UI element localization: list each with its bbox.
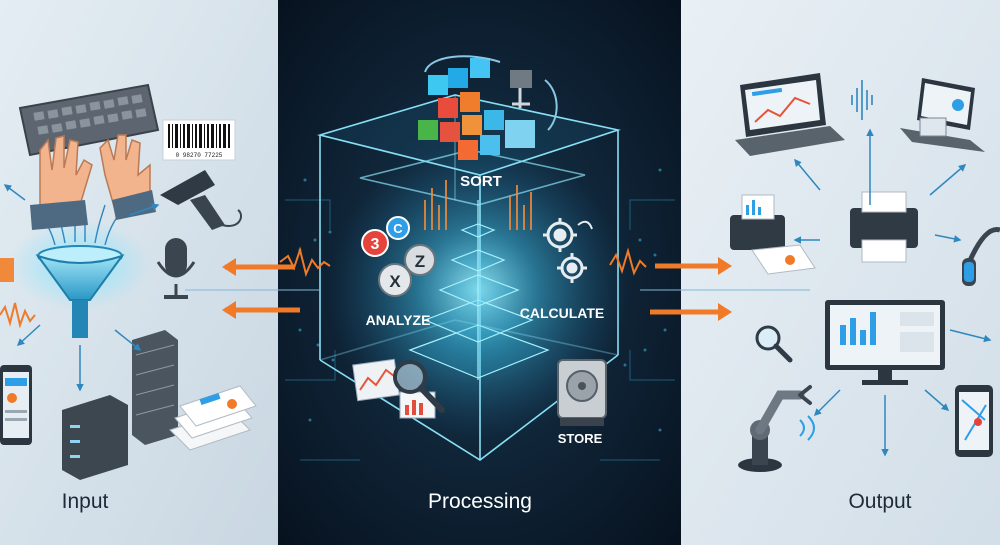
badge-x: X xyxy=(389,272,401,291)
badge-c: C xyxy=(393,221,403,236)
robot-arm-icon xyxy=(738,385,815,472)
sort-cycle-arrow xyxy=(424,55,558,131)
barcode-scanner-icon xyxy=(160,170,242,230)
processing-label: Processing xyxy=(428,490,532,513)
gear-icon xyxy=(543,218,587,283)
output-label: Output xyxy=(848,490,912,513)
funnel-icon xyxy=(10,204,150,338)
microphone-icon xyxy=(156,238,196,299)
data-tower xyxy=(408,200,550,380)
soundwave-icon xyxy=(0,258,36,329)
phone-map-icon xyxy=(955,385,993,457)
spectrum-bars xyxy=(424,180,532,230)
input-flow xyxy=(185,246,331,319)
printer-center-icon xyxy=(850,191,918,263)
badge-z: Z xyxy=(415,252,425,271)
headphones-icon xyxy=(962,226,1000,286)
barcode-digits: 0 98270 77225 xyxy=(176,152,223,159)
keyboard-icon xyxy=(18,83,160,157)
stage-sort: SORT xyxy=(460,173,502,190)
stage-calculate: CALCULATE xyxy=(520,305,605,321)
badge-three: 3 xyxy=(371,236,380,253)
arrow-right-lower-icon xyxy=(718,303,732,321)
cube-blocks-icon xyxy=(418,58,535,160)
arrow-left-lower-icon xyxy=(222,301,236,319)
arrow-left-upper-icon xyxy=(222,258,236,276)
cards-icon xyxy=(169,385,257,451)
laptop-icon xyxy=(735,73,845,156)
stage-store: STORE xyxy=(558,431,603,446)
monitor-icon xyxy=(825,300,945,385)
printer-icon xyxy=(730,194,816,275)
arrow-right-upper-icon xyxy=(718,257,732,275)
stage-analyze: ANALYZE xyxy=(366,312,431,328)
calc-accent xyxy=(577,220,593,230)
output-panel-bg xyxy=(681,0,1000,545)
output-arrows xyxy=(793,128,992,457)
hard-drive-icon xyxy=(557,359,607,426)
tablet-icon xyxy=(0,365,32,445)
circuit-pattern xyxy=(285,168,675,461)
magnifier-chart-icon xyxy=(352,358,445,419)
output-flow xyxy=(609,247,810,321)
server-icon xyxy=(62,330,178,480)
input-arrows xyxy=(3,184,160,392)
input-label: Input xyxy=(61,490,109,513)
hands-icon xyxy=(30,134,156,230)
barcode-icon: 0 98270 77225 xyxy=(162,119,236,161)
output-waves xyxy=(851,80,873,120)
magnifier-icon xyxy=(755,325,793,363)
analyze-badges: 3 C X Z xyxy=(361,216,436,297)
laptop-secondary-icon xyxy=(900,78,985,152)
